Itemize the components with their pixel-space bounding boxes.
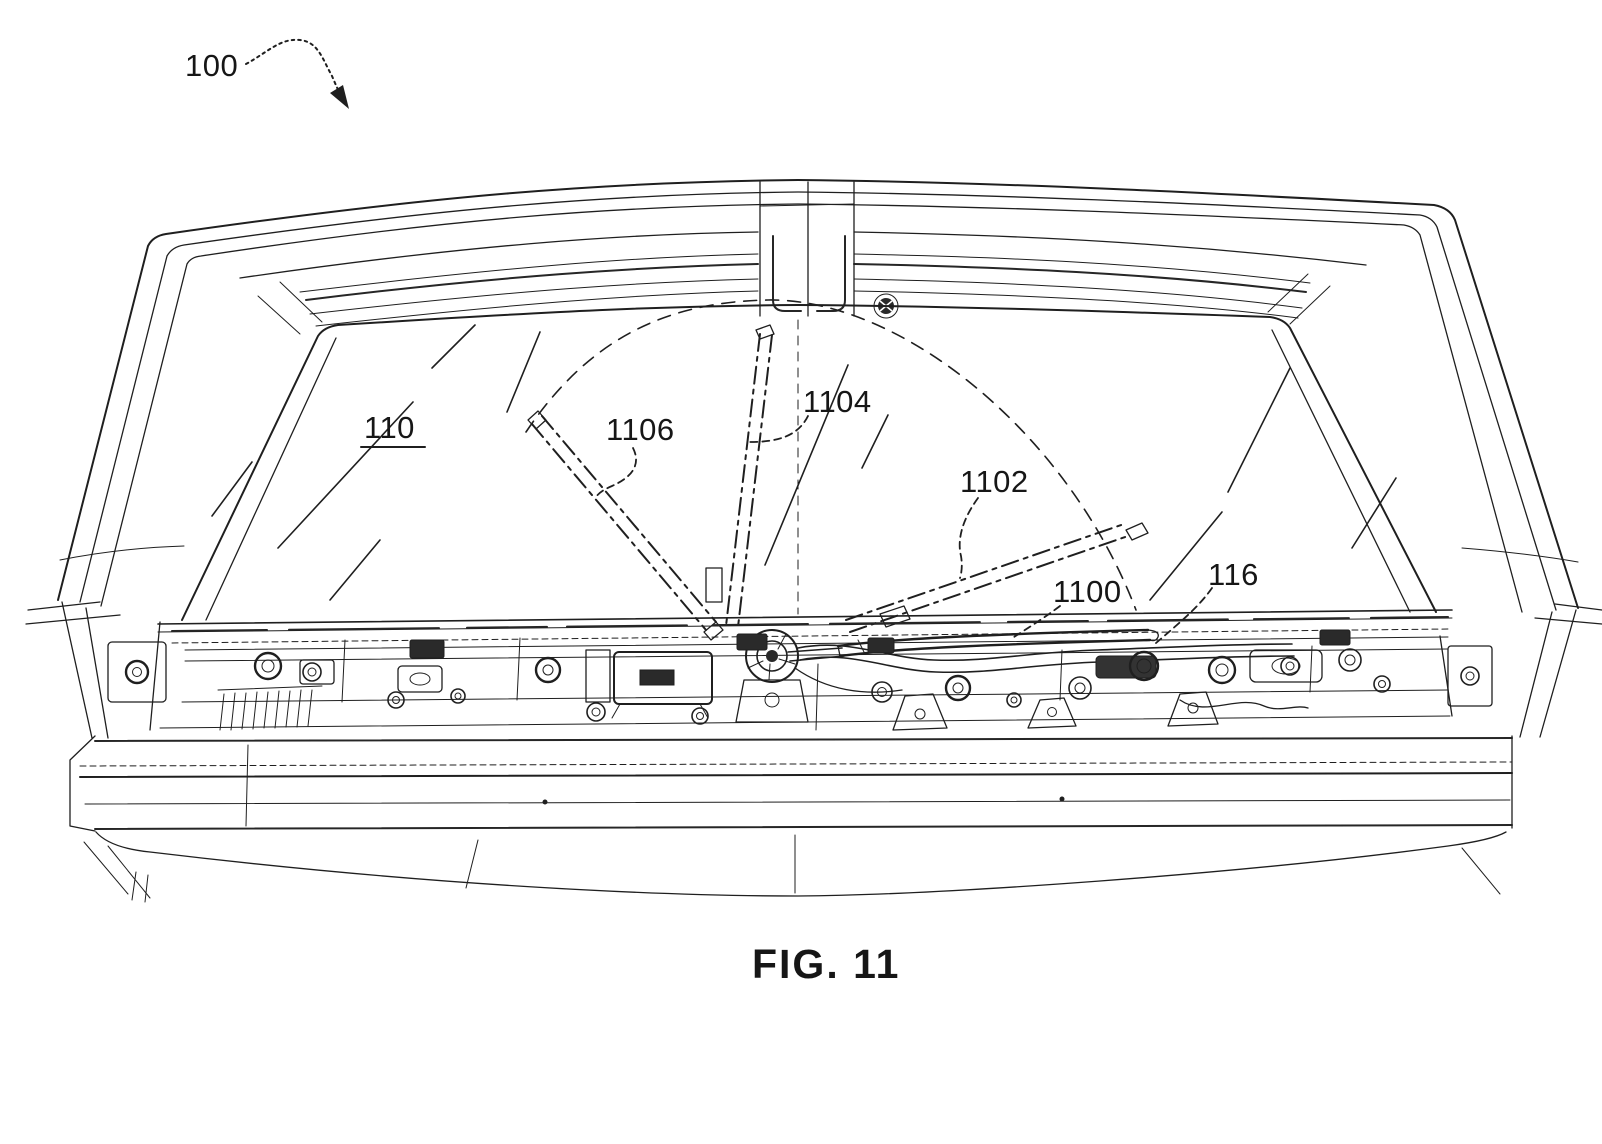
- ref-arrowhead-100: [330, 85, 349, 109]
- lower-body-contours: [83, 831, 1507, 903]
- wiper-blade-1106: [527, 410, 724, 641]
- ref-leader-1102: [958, 497, 979, 579]
- wiper-sweep-arc: [525, 299, 1137, 611]
- ref-numeral-116: 116: [1208, 557, 1259, 592]
- cowl-louver-ribs: [217, 685, 323, 731]
- cowl-assembly: [107, 609, 1493, 731]
- center-roof-bracket: [759, 181, 899, 319]
- ref-leader-1104: [749, 415, 809, 443]
- cowl-struts: [341, 637, 1313, 731]
- wiper-pivot-assembly: [735, 629, 809, 723]
- windshield-header-trim: [239, 231, 1367, 327]
- ref-numeral-110: 110: [364, 410, 415, 445]
- figure-caption: FIG. 11: [752, 941, 900, 987]
- cowl-fasteners: [253, 648, 1480, 725]
- ref-leader-116: [1155, 587, 1213, 644]
- band-dot-right: [1059, 796, 1065, 802]
- front-band: [69, 735, 1513, 832]
- ref-numeral-1102: 1102: [960, 464, 1029, 499]
- windshield-glass: [181, 304, 1437, 621]
- ref-numeral-100: 100: [185, 48, 238, 83]
- ref-leader-1100: [1013, 605, 1061, 638]
- wiper-motor: [585, 649, 713, 719]
- ref-numeral-1100: 1100: [1053, 574, 1122, 609]
- ref-numeral-1106: 1106: [606, 412, 675, 447]
- ref-leader-1106: [595, 447, 637, 498]
- band-dot-left: [542, 799, 548, 805]
- wiper-blade-1104: [705, 324, 775, 628]
- cowl-grille-strip: [171, 616, 1449, 632]
- ref-arrow-100: [245, 38, 343, 99]
- cowl-component-valve: [397, 665, 443, 693]
- cowl-clips: [409, 629, 1351, 659]
- cowl-left-bracket: [107, 641, 167, 703]
- reference-annotations: 100 110 1106 1104 1102 1100 116: [185, 38, 1259, 644]
- band-seam: [245, 744, 249, 827]
- ref-numeral-1104: 1104: [803, 384, 872, 419]
- roof-and-pillars: [25, 179, 1602, 739]
- cowl-component-small: [299, 659, 335, 685]
- glass-reflection-lines: [211, 324, 1397, 601]
- cowl-gusset-brackets: [892, 691, 1219, 731]
